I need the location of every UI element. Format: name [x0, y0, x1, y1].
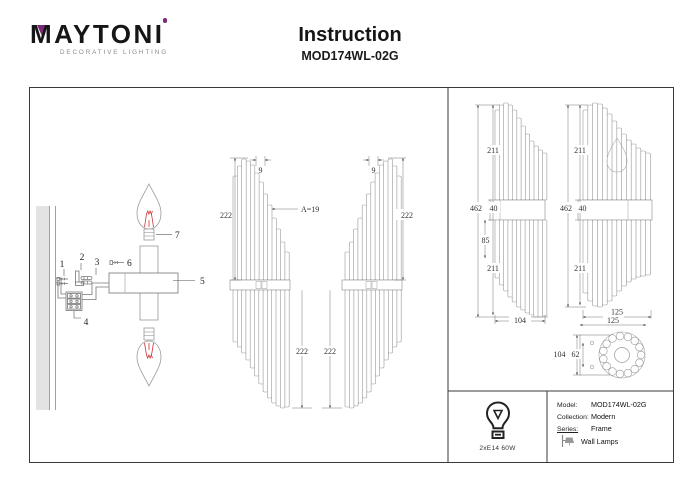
bottom-view: 104 62 — [550, 331, 646, 379]
dim-front-right-height: 222 — [401, 211, 413, 220]
logo-i-dot — [162, 18, 167, 23]
dim-tube-diameter-left: 9 — [259, 166, 263, 175]
part-label-3: 3 — [95, 258, 100, 268]
side-view-right: 211 462 40 211 125 125 — [557, 102, 653, 327]
part-leaders — [63, 234, 195, 319]
model-label: Model: — [557, 402, 578, 409]
brand-logo: MAYTONI DECORATIVE LIGHTING — [30, 18, 168, 56]
spec-row-series: Series: Frame — [557, 424, 612, 433]
bracket-part-2 — [75, 270, 84, 286]
front-left-tubes-top — [232, 158, 290, 281]
side-left-tubes-top — [494, 102, 548, 201]
dim-pitch: A=19 — [301, 205, 319, 214]
spec-row-type: Wall Lamps — [561, 435, 618, 447]
wires — [55, 277, 109, 300]
part-label-4: 4 — [84, 318, 89, 328]
anchor-set-3 — [80, 276, 93, 285]
front-left-tubes-bottom — [232, 289, 290, 409]
part-label-7: 7 — [175, 231, 180, 241]
part-label-6: 6 — [127, 259, 132, 269]
model-info-box: Model: MOD174WL-02G Collection: Modern S… — [547, 391, 673, 462]
wall-shading — [36, 206, 49, 410]
spec-row-collection: Collection: Modern — [557, 412, 615, 421]
filament-top — [144, 209, 154, 228]
dim-front-right-height-bottom: 222 — [324, 347, 336, 356]
brand-tagline: DECORATIVE LIGHTING — [59, 49, 168, 56]
bulb-bottom — [136, 327, 162, 387]
filament-bottom — [144, 342, 154, 360]
center-hole — [614, 347, 630, 363]
brand-name: MAYTONI — [30, 19, 165, 49]
dim-side-left-top: 211 — [487, 146, 499, 155]
dim-width-side: 125 — [611, 308, 623, 317]
bulb-spec-box: 2xE14 60W — [448, 391, 547, 462]
dim-depth: 104 — [514, 316, 526, 325]
type-value: Wall Lamps — [581, 436, 619, 446]
dim-base-height: 104 — [554, 350, 566, 359]
front-view-right: 222 9 222 — [319, 156, 417, 409]
bulb-icon — [485, 401, 510, 439]
side-view-left: 211 462 40 85 211 104 — [467, 102, 548, 325]
section-dividers — [447, 88, 673, 462]
spec-row-model: Model: MOD174WL-02G — [557, 400, 646, 409]
collection-value: Modern — [590, 412, 616, 421]
bulb-spec-label: 2xE14 60W — [479, 445, 516, 452]
dim-hole-pitch: 62 — [572, 350, 580, 359]
collection-label: Collection: — [557, 414, 589, 421]
front-right-tubes-top — [344, 158, 402, 281]
side-right-tubes-top — [582, 102, 651, 201]
tube-ring — [599, 332, 646, 379]
bulb-silhouette — [606, 137, 628, 173]
terminal-block-4 — [65, 291, 83, 311]
bulb-top — [136, 183, 162, 241]
wall-lines — [49, 206, 56, 410]
model-value: MOD174WL-02G — [590, 400, 647, 409]
dim-front-left-height-bottom: 222 — [296, 347, 308, 356]
side-left-tubes-bottom — [494, 219, 548, 318]
dim-side-right-top: 211 — [574, 146, 586, 155]
dim-offset: 85 — [482, 236, 490, 245]
dim-total-height-right: 462 — [560, 204, 572, 213]
page-title: Instruction — [298, 24, 402, 46]
front-view-left: 222 9 A=19 222 — [220, 156, 319, 409]
part-label-2: 2 — [80, 253, 85, 263]
series-value: Frame — [590, 424, 612, 433]
page-model-number: MOD174WL-02G — [301, 49, 399, 63]
side-right-bracket — [577, 199, 653, 221]
part-label-1: 1 — [60, 260, 65, 270]
dim-tube-diameter-right: 9 — [372, 166, 376, 175]
technical-drawing: 1 2 3 4 5 6 7 — [36, 88, 673, 462]
side-right-tubes-bottom — [582, 219, 651, 308]
dim-front-left-height: 222 — [220, 211, 232, 220]
drawing-frame: 1 2 3 4 5 6 7 — [29, 87, 674, 463]
logo-m-accent — [37, 25, 47, 36]
dim-total-height-left: 462 — [470, 204, 482, 213]
dim-bracket-height-right: 40 — [579, 204, 587, 213]
dim-side-right-bottom: 211 — [574, 264, 586, 273]
screw-part-6 — [109, 260, 120, 265]
part-label-5: 5 — [200, 277, 205, 287]
screw-set-1 — [56, 277, 68, 286]
front-right-tubes-bottom — [344, 289, 402, 409]
wall-lamp-icon — [561, 435, 574, 447]
series-label: Series: — [557, 426, 579, 433]
dim-width-base: 125 — [607, 316, 619, 325]
dim-side-left-bottom: 211 — [487, 264, 499, 273]
dim-bracket-height-left: 40 — [490, 204, 498, 213]
lamp-body — [108, 272, 179, 294]
installation-diagram: 1 2 3 4 5 6 7 — [36, 183, 205, 410]
